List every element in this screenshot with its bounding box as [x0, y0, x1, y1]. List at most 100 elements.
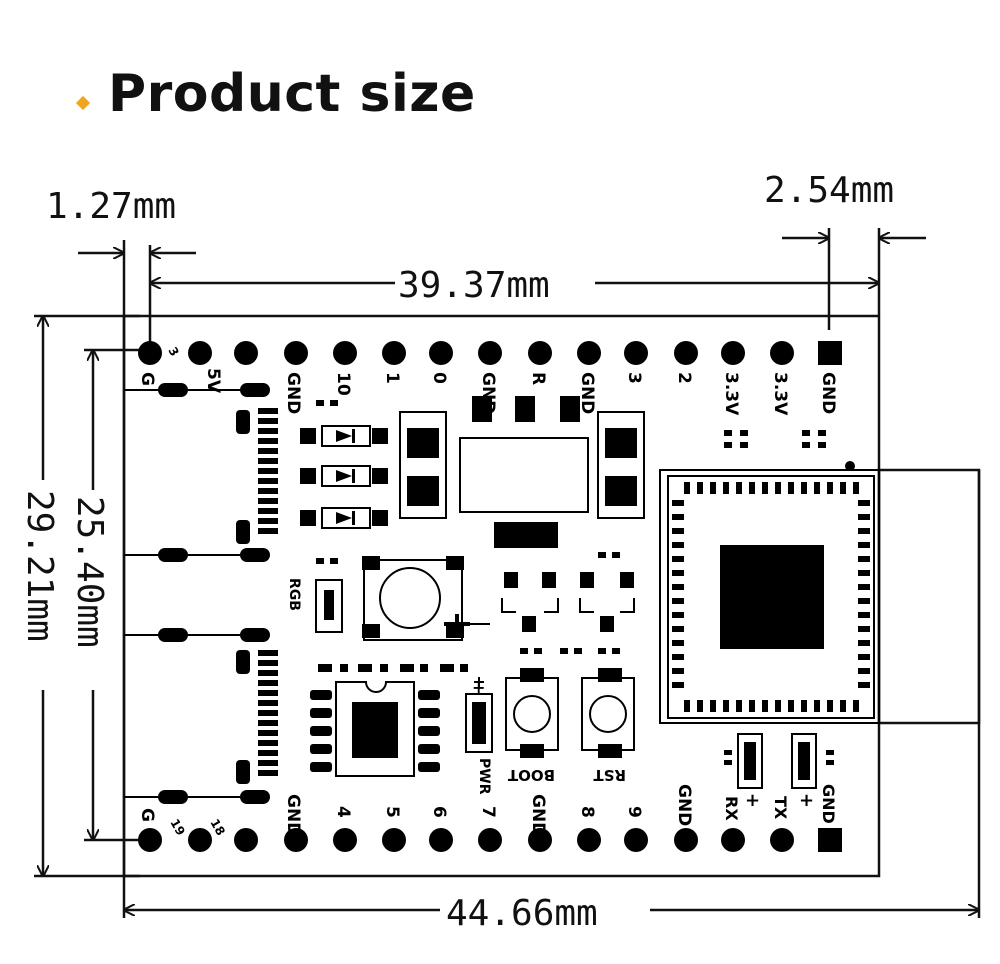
module-pad	[723, 482, 729, 494]
label-top-gnd-3: GND	[577, 372, 597, 414]
pin-top-4	[284, 341, 308, 365]
label-rgb: RGB	[286, 578, 302, 611]
label-rx: RX	[722, 796, 741, 821]
pin-bottom-5	[333, 828, 357, 852]
module-pad	[858, 584, 870, 590]
dim-board-height: 29.21mm	[19, 490, 60, 642]
module-pad	[672, 542, 684, 548]
boot-button	[505, 648, 559, 758]
label-rx-plus: +	[745, 790, 760, 811]
module-pad	[684, 482, 690, 494]
dim-pin-span: 39.37mm	[398, 265, 550, 306]
module-pad	[858, 654, 870, 660]
pin-top-15-square	[818, 341, 842, 365]
dim-board-width: 44.66mm	[446, 893, 598, 934]
module-pad	[853, 482, 859, 494]
label-bottom-8: 8	[577, 806, 597, 818]
module-pad	[736, 482, 742, 494]
module-pad	[858, 500, 870, 506]
label-top-gnd-4: GND	[818, 372, 838, 414]
module-pad	[672, 514, 684, 520]
dim-pin-pitch: 2.54mm	[764, 170, 894, 211]
module-pad	[853, 700, 859, 712]
label-top-3v3-1: 3.3V	[721, 372, 741, 416]
pin-bottom-9	[528, 828, 552, 852]
label-top-2: 2	[674, 372, 694, 384]
pin-top-1	[138, 341, 162, 365]
pin-bottom-2	[188, 828, 212, 852]
module-pad	[672, 682, 684, 688]
module-pad	[827, 700, 833, 712]
pin-bottom-10	[577, 828, 601, 852]
module-pad	[801, 482, 807, 494]
module-pad	[858, 542, 870, 548]
top-header-pins	[138, 341, 842, 365]
module-pad	[710, 700, 716, 712]
module-pad	[858, 612, 870, 618]
pin-top-2	[188, 341, 212, 365]
module-pad	[775, 482, 781, 494]
module-pad	[723, 700, 729, 712]
tiny-labels: 3 18 19	[165, 345, 227, 838]
label-pwr: PWR	[476, 758, 492, 795]
pin-bottom-13	[721, 828, 745, 852]
page-title: Product size	[108, 64, 476, 124]
pin-bottom-4	[284, 828, 308, 852]
module-pad	[788, 482, 794, 494]
usb-connector-bottom	[158, 628, 278, 804]
label-bottom-4: 4	[333, 806, 353, 818]
module-pad	[858, 626, 870, 632]
label-top-r: R	[528, 372, 548, 385]
label-bottom-7: 7	[478, 806, 498, 818]
pin-top-6	[382, 341, 406, 365]
pin-bottom-11	[624, 828, 648, 852]
label-top-3v3-2: 3.3V	[770, 372, 790, 416]
module-pad	[814, 700, 820, 712]
module-pad	[672, 626, 684, 632]
module-pad	[858, 570, 870, 576]
module-pad	[858, 598, 870, 604]
voltage-regulator	[399, 396, 645, 548]
module-pad	[672, 640, 684, 646]
module-pad	[672, 612, 684, 618]
label-top-gnd-1: GND	[283, 372, 303, 414]
pin-top-13	[721, 341, 745, 365]
label-top-0: 0	[429, 372, 449, 384]
module-pad	[672, 654, 684, 660]
bottom-header-pins	[138, 828, 842, 852]
pin-top-8	[478, 341, 502, 365]
pin-bottom-1	[138, 828, 162, 852]
pin-top-7	[429, 341, 453, 365]
module-pad	[749, 700, 755, 712]
module-pad	[749, 482, 755, 494]
module-pad	[684, 700, 690, 712]
small-capacitors	[724, 430, 826, 448]
antenna-outline	[877, 468, 981, 725]
label-tx: TX	[771, 796, 790, 820]
pwr-led	[465, 677, 493, 753]
transistor-outlines	[501, 598, 635, 613]
label-gnd-side: GND	[819, 784, 838, 824]
label-bottom-9: 9	[624, 806, 644, 818]
pin-bottom-14	[770, 828, 794, 852]
module-pad	[762, 482, 768, 494]
module-pad	[736, 700, 742, 712]
diode-array	[300, 400, 388, 529]
pin-bottom-6	[382, 828, 406, 852]
label-pwr-plus: +	[472, 678, 485, 697]
module-pad	[827, 482, 833, 494]
module-pad	[788, 700, 794, 712]
pin-bottom-7	[429, 828, 453, 852]
module-pad	[858, 528, 870, 534]
module-pad	[672, 598, 684, 604]
module-pad	[672, 668, 684, 674]
module-pad	[858, 640, 870, 646]
bottom-header-labels: G GND 4 5 6 7 GND 8 9 GND	[137, 784, 694, 836]
pin-top-5	[333, 341, 357, 365]
usb-connector-top	[158, 383, 278, 562]
module-pad	[710, 482, 716, 494]
pin-bottom-12	[674, 828, 698, 852]
label-bottom-g: G	[137, 808, 157, 822]
label-bottom-5: 5	[382, 806, 402, 818]
dim-pin-edge-offset: 1.27mm	[46, 186, 176, 227]
